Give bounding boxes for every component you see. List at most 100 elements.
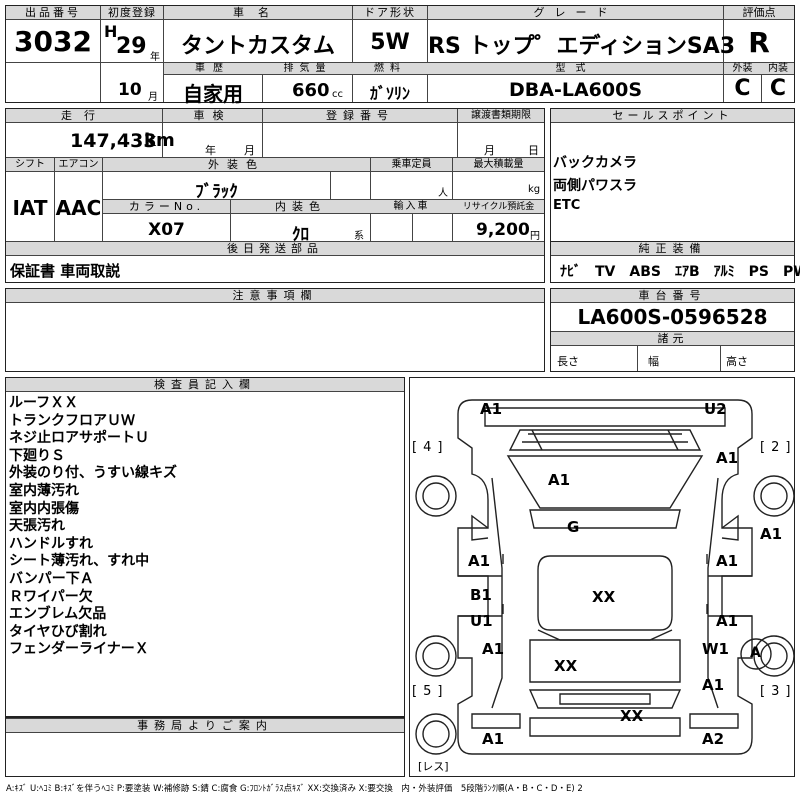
mark-door-front-right: A1 — [716, 552, 739, 570]
inspection-label: 車検 — [193, 109, 232, 122]
fuel: ｶﾞｿﾘﾝ — [369, 84, 410, 103]
later-parts: 保証書 車両取説 — [10, 262, 121, 280]
chassis-label: 車台番号 — [638, 289, 707, 302]
inspector-line: バンパー下Ａ — [9, 570, 94, 587]
load-label: 最大積載量 — [473, 159, 524, 170]
year-unit: 年 — [150, 52, 160, 63]
height-label: 高さ — [726, 355, 748, 368]
displacement: 660 — [292, 80, 330, 101]
load-unit: kg — [528, 184, 541, 195]
era: H — [104, 22, 118, 41]
equipment-items: ﾅﾋﾞ TV ABS ｴｱB ｱﾙﾐ PS PW — [560, 264, 800, 280]
mark-trunk: XX — [554, 657, 578, 675]
header-block — [5, 5, 795, 103]
color-no: X07 — [148, 220, 185, 240]
transfer-day: 日 — [528, 144, 539, 157]
mileage-unit: km — [144, 130, 175, 151]
exterior-label: 外装 — [732, 63, 753, 74]
inspector-line: 室内薄汚れ — [9, 482, 79, 499]
mark-door-rear-right: A1 — [716, 612, 739, 630]
sales-point: バックカメラ — [553, 155, 637, 171]
mark-quarter-right: W1 — [702, 640, 729, 658]
corner-2: [2] — [760, 440, 791, 455]
header-label-strip — [6, 6, 723, 20]
mark-front-left: A1 — [480, 400, 503, 418]
mark-rear-center: XX — [620, 707, 644, 725]
equipment-label: 純正装備 — [638, 242, 707, 255]
first-reg-month: 10 — [118, 80, 142, 100]
sales-label: セールスポイント — [612, 109, 733, 122]
shift: IAT — [12, 196, 48, 220]
recycle-unit: 円 — [530, 231, 540, 242]
mark-door-rear-left-u: U1 — [470, 612, 493, 630]
score: R — [748, 26, 770, 59]
int-color-label: 内装色 — [275, 200, 326, 213]
recycle: 9,200 — [476, 220, 530, 240]
mark-rear-right: A1 — [702, 676, 725, 694]
exterior-score: C — [734, 76, 751, 101]
car-name-label: 車名 — [233, 6, 283, 19]
reg-no-label: 登録番号 — [326, 109, 394, 122]
dims-label: 諸元 — [657, 332, 688, 345]
inspector-line: 外装のり付、うすい線キズ — [9, 465, 177, 482]
inspector-notes: ルーフＸＸ トランクフロアＵＷ ネジ止ロアサポートＵ 下廻りＳ 外装のり付、うす… — [9, 395, 399, 659]
later-parts-label: 後日発送部品 — [227, 242, 323, 255]
model-label: 型式 — [555, 63, 596, 74]
displacement-unit: cc — [332, 89, 343, 100]
equipment-block — [550, 241, 795, 283]
ext-color-label: 外装色 — [208, 158, 265, 171]
lot-no-label: 出品番号 — [25, 6, 81, 19]
inspector-line: 下廻りＳ — [9, 447, 65, 464]
score-label-strip — [724, 6, 794, 20]
office-block — [5, 717, 405, 777]
inspector-line: ルーフＸＸ — [9, 395, 79, 411]
capacity-unit: 人 — [438, 188, 448, 199]
inspector-line: ネジ止ロアサポートＵ — [9, 430, 149, 447]
transfer-label: 譲渡書類期限 — [471, 110, 531, 121]
doors: 5W — [370, 30, 410, 55]
sales-point: 両側パワスラ — [553, 178, 637, 194]
int-color: ｸﾛ — [292, 225, 309, 245]
car-name: タントカスタム — [180, 34, 335, 59]
ac-label: エアコン — [58, 159, 99, 170]
mark-glass: G — [567, 518, 580, 536]
inspector-line: エンブレム欠品 — [9, 606, 107, 623]
corner-4: [4] — [412, 440, 443, 455]
ext-color: ﾌﾞﾗｯｸ — [195, 182, 238, 202]
grade: RS トップ゜エディションSA3 — [428, 34, 736, 59]
score-label: 評価点 — [742, 6, 776, 19]
capacity-label: 乗車定員 — [391, 159, 432, 170]
doors-label: ドア形状 — [364, 6, 416, 19]
mileage: 147,433 — [70, 130, 157, 152]
inspection-year: 年 — [205, 144, 216, 157]
recycle-label: リサイクル預託金 — [462, 202, 535, 212]
mark-pillar-right: A1 — [760, 525, 783, 543]
chassis-block — [550, 288, 795, 372]
mark-front-right: U2 — [704, 400, 727, 418]
notes-label: 注意事項欄 — [232, 289, 318, 302]
usage: 自家用 — [183, 82, 243, 106]
car-diagram: [4] [2] [5] [3] [レス] A1 U2 A1 A1 G A1 A1… — [409, 377, 795, 777]
corner-4-number: 4 — [423, 440, 432, 455]
corner-5-number: 5 — [423, 684, 432, 699]
width-label: 幅 — [648, 355, 659, 368]
fuel-label: 燃料 — [374, 63, 406, 74]
inspector-block — [5, 377, 405, 717]
displacement-label: 排気量 — [283, 63, 332, 74]
inspector-line: タイヤひび割れ — [9, 623, 107, 640]
shift-label: シフト — [15, 159, 45, 170]
mark-fender-right: A1 — [716, 449, 739, 467]
interior-score: C — [769, 76, 787, 101]
chassis-number: LA600S-0596528 — [577, 305, 768, 329]
mark-tire-right: A — [750, 645, 761, 661]
corner-3-number: 3 — [771, 684, 780, 699]
sales-point: ETC — [553, 198, 581, 213]
length-label: 長さ — [557, 355, 579, 368]
inspector-label: 検査員記入欄 — [154, 378, 256, 391]
first-reg-year: 29 — [116, 34, 147, 59]
mark-rear-right-bottom: A2 — [702, 730, 725, 748]
details-block — [5, 108, 545, 283]
inspector-line: 室内内張傷 — [9, 500, 79, 517]
mark-rear-left-bottom: A1 — [482, 730, 505, 748]
import-label: 輸入車 — [393, 201, 430, 212]
